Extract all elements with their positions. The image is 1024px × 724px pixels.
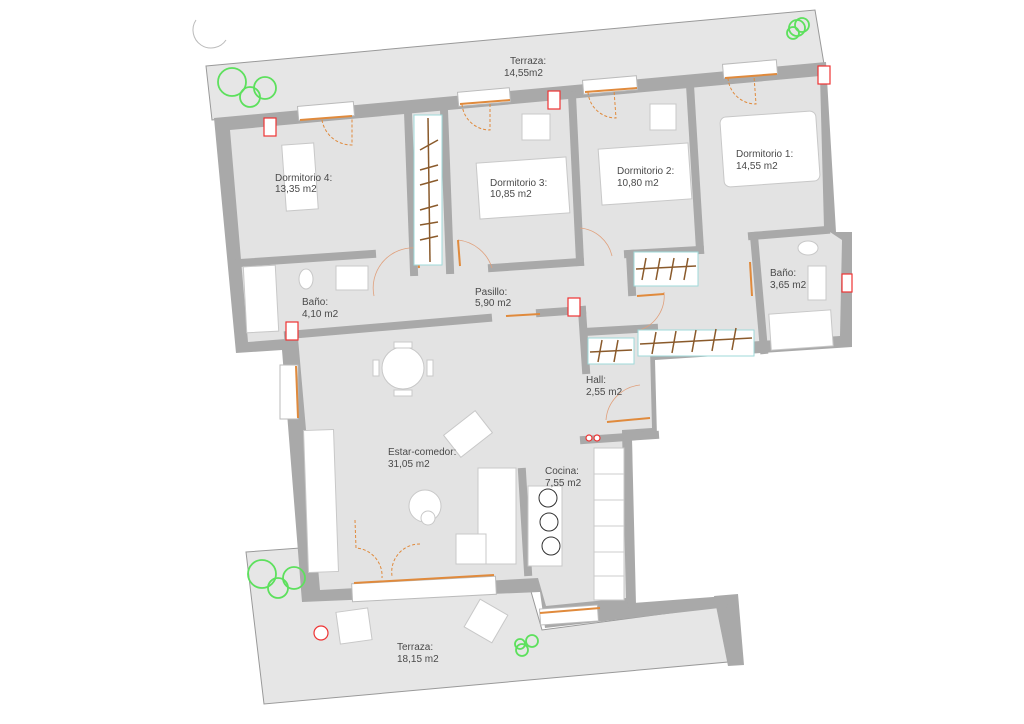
estar-name: Estar-comedor: <box>388 447 456 458</box>
pasillo-name: Pasillo: <box>475 287 507 298</box>
hall-name: Hall: <box>586 375 606 386</box>
dormitorio2-name: Dormitorio 2: <box>617 166 674 177</box>
wardrobes <box>413 114 755 365</box>
pasillo-area: 5,90 m2 <box>475 298 512 309</box>
interior-floor <box>230 76 842 606</box>
terrace-corner-arc <box>192 19 227 49</box>
dormitorio2-area: 10,80 m2 <box>617 178 659 189</box>
furniture <box>242 103 834 645</box>
dormitorio1-area: 14,55 m2 <box>736 161 778 172</box>
dormitorio3-area: 10,85 m2 <box>490 189 532 200</box>
columns <box>263 65 853 442</box>
terrace-top-area: 14,55m2 <box>504 68 543 79</box>
plants <box>217 17 810 657</box>
dormitorio1-name: Dormitorio 1: <box>736 149 793 160</box>
bano-right-name: Baño: <box>770 268 796 279</box>
estar-area: 31,05 m2 <box>388 459 430 470</box>
dormitorio4-name: Dormitorio 4: <box>275 173 332 184</box>
doors <box>321 75 757 579</box>
bano-right-area: 3,65 m2 <box>770 280 807 291</box>
dormitorio4-area: 13,35 m2 <box>275 184 317 195</box>
cocina-name: Cocina: <box>545 466 579 477</box>
dormitorio3-name: Dormitorio 3: <box>490 178 547 189</box>
terrace-top-name: Terraza: <box>510 56 546 67</box>
cocina-area: 7,55 m2 <box>545 478 582 489</box>
terrace-bottom-wall <box>714 594 744 666</box>
hall-area: 2,55 m2 <box>586 387 623 398</box>
terrace-bottom-name: Terraza: <box>397 642 433 653</box>
bano-left-name: Baño: <box>302 297 328 308</box>
windows <box>279 59 779 626</box>
room-labels: Terraza: 14,55m2 Dormitorio 4: 13,35 m2 … <box>275 56 807 665</box>
bano-left-area: 4,10 m2 <box>302 309 339 320</box>
terrace-bottom-area: 18,15 m2 <box>397 654 439 665</box>
